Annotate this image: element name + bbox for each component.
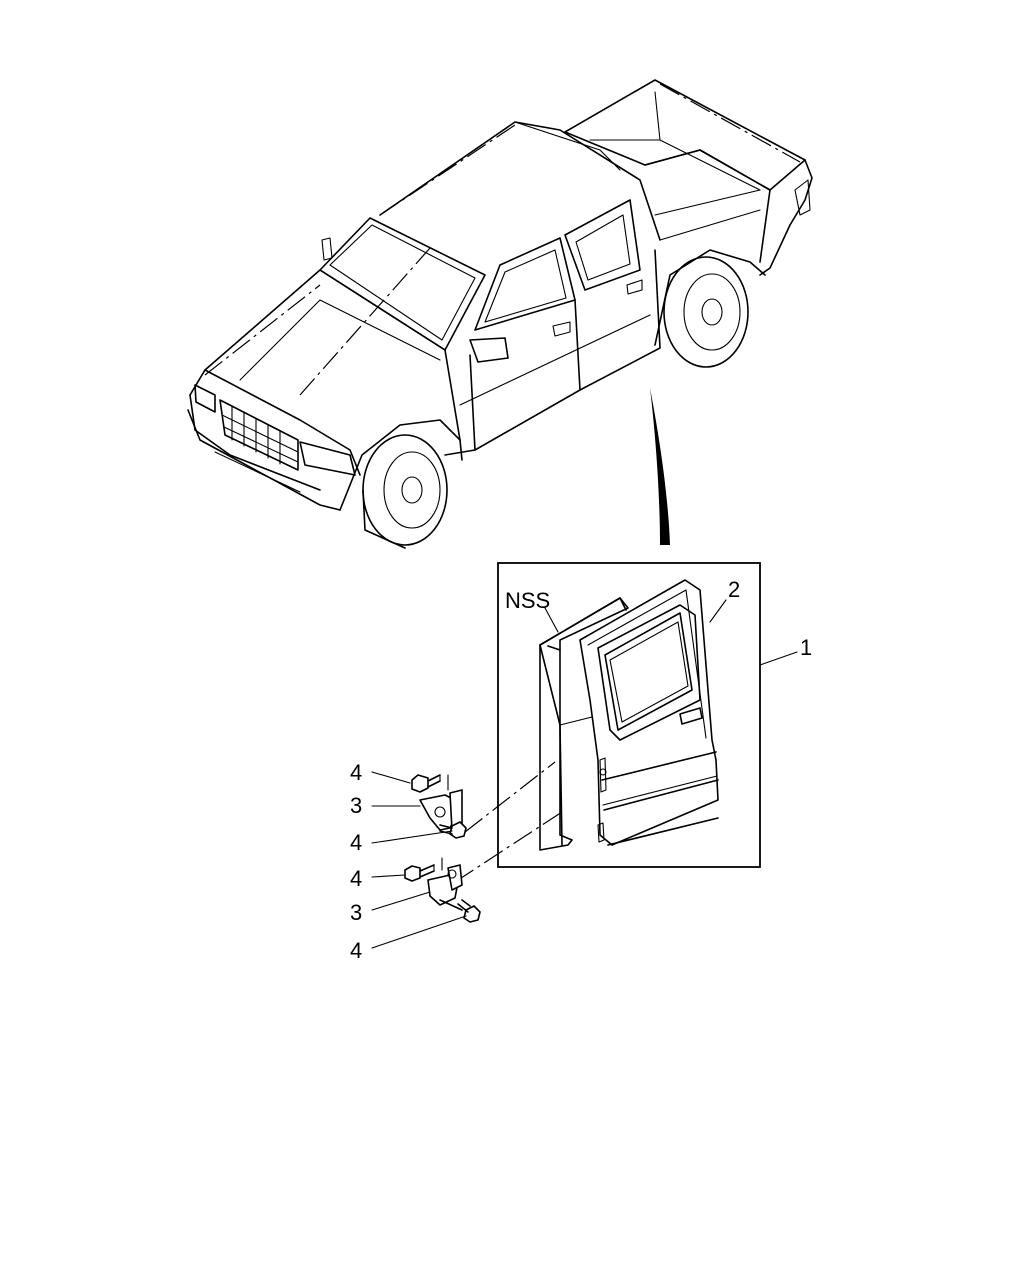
callout-4-upper-bottom: 4 xyxy=(350,830,362,855)
callout-3-lower: 3 xyxy=(350,900,362,925)
pointer-arrow xyxy=(650,388,670,545)
callout-4-lower-bottom: 4 xyxy=(350,938,362,963)
callout-3-upper: 3 xyxy=(350,793,362,818)
pickup-truck-illustration xyxy=(187,79,813,549)
hinge-alignment-line-upper xyxy=(464,761,556,833)
callout-2: 2 xyxy=(728,577,740,602)
callout-nss: NSS xyxy=(505,588,550,613)
door-assembly xyxy=(539,579,719,851)
callout-4-lower-top: 4 xyxy=(350,866,362,891)
callout-1: 1 xyxy=(800,635,812,660)
callout-4-upper-top: 4 xyxy=(350,760,362,785)
door-assembly-frame xyxy=(497,562,761,868)
lower-hinge-group xyxy=(404,857,481,923)
upper-hinge-group xyxy=(411,774,467,839)
leader-lines xyxy=(371,599,798,949)
hinge-alignment-line-lower xyxy=(454,809,566,883)
